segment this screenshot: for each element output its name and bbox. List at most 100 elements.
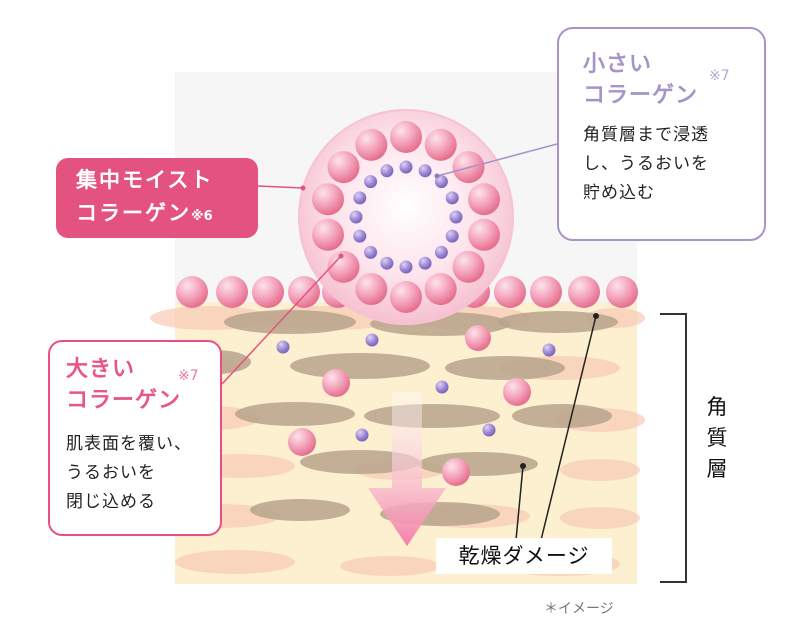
small-collagen-title-line1: 小さい — [583, 52, 653, 77]
layer-label-char2: 質 — [706, 426, 728, 450]
skin-band — [175, 550, 295, 574]
moist-collagen-purple-particle — [364, 245, 378, 259]
large-collagen-particle — [322, 369, 350, 397]
surface-collagen-sphere — [216, 276, 248, 308]
dryness-dot-1 — [520, 463, 526, 469]
small-collagen-callout: 小さい コラーゲン ※7 角質層まで浸透 し、うるおいを 貯め込む — [557, 27, 766, 241]
large-collagen-desc: 肌表面を覆い、 うるおいを 閉じ込める — [66, 430, 220, 517]
small-collagen-note: ※7 — [709, 68, 730, 84]
surface-collagen-sphere — [288, 276, 320, 308]
moist-collagen-pink-particle — [468, 183, 500, 216]
moist-collagen-pink-particle — [355, 128, 388, 161]
moist-collagen-purple-particle — [418, 256, 432, 270]
moist-connector-dot — [300, 185, 306, 191]
surface-collagen-sphere — [252, 276, 284, 308]
small-collagen-desc: 角質層まで浸透 し、うるおいを 貯め込む — [583, 121, 764, 208]
layer-label-char3: 層 — [706, 457, 728, 481]
small-collagen-particle — [355, 428, 369, 442]
moist-collagen-pink-particle — [327, 151, 360, 184]
layer-label-char1: 角 — [706, 395, 728, 419]
penetration-arrow — [368, 392, 446, 546]
surface-collagen-sphere — [530, 276, 562, 308]
large-collagen-title-line1: 大きい — [66, 357, 136, 382]
large-collagen-desc-line2: うるおいを — [66, 463, 156, 483]
dryness-pointer-2 — [540, 315, 597, 541]
layer-bracket — [660, 313, 687, 583]
skin-cell — [512, 404, 612, 428]
large-collagen-title-line2: コラーゲン — [66, 388, 182, 413]
surface-collagen-sphere — [494, 276, 526, 308]
moist-collagen-pink-particle — [312, 218, 344, 251]
large-connector-line — [221, 255, 342, 385]
large-connector-dot — [338, 253, 344, 259]
surface-collagen-sphere — [568, 276, 600, 308]
small-collagen-particle — [542, 343, 556, 357]
skin-cell — [290, 353, 430, 379]
small-collagen-particle — [276, 340, 290, 354]
small-connector-dot — [434, 173, 440, 179]
moist-collagen-pink-particle — [424, 273, 457, 306]
small-collagen-particle — [365, 333, 379, 347]
surface-collagen-sphere — [606, 276, 638, 308]
moist-connector-line — [257, 185, 304, 189]
moist-collagen-pink-particle — [327, 250, 360, 283]
moist-collagen-purple-particle — [434, 245, 448, 259]
small-connector-line — [436, 143, 558, 177]
small-collagen-particle — [482, 423, 496, 437]
moist-collagen-purple-particle — [449, 210, 463, 224]
moist-collagen-purple-particle — [445, 191, 459, 205]
moist-collagen-pink-particle — [355, 273, 388, 306]
skin-band — [560, 459, 640, 481]
moist-collagen-purple-particle — [353, 191, 367, 205]
surface-collagen-sphere — [176, 276, 208, 308]
penetrating-spheres — [276, 325, 556, 486]
moist-collagen-components — [312, 121, 500, 313]
skin-cell — [300, 450, 420, 474]
skin-cell — [250, 499, 350, 521]
small-collagen-desc-line2: し、うるおいを — [583, 154, 709, 174]
moist-collagen-purple-particle — [364, 175, 378, 189]
large-collagen-particle — [442, 458, 470, 486]
skin-band — [560, 507, 640, 529]
skin-cell — [418, 452, 538, 476]
dryness-dot-2 — [593, 313, 599, 319]
moist-collagen-line1: 集中モイスト — [76, 168, 214, 192]
stratum-corneum-label: 角 質 層 — [704, 392, 730, 485]
moist-collagen-pink-particle — [312, 183, 344, 216]
moist-collagen-pink-particle — [452, 250, 485, 283]
skin-cell — [235, 402, 355, 426]
moist-collagen-purple-particle — [445, 229, 459, 243]
moist-collagen-purple-particle — [349, 210, 363, 224]
moist-collagen-line2: コラーゲン — [76, 201, 191, 225]
large-collagen-particle — [465, 325, 491, 351]
moist-collagen-purple-particle — [353, 229, 367, 243]
moist-collagen-purple-particle — [399, 260, 413, 274]
moist-collagen-pink-particle — [468, 218, 500, 251]
moist-collagen-purple-particle — [380, 256, 394, 270]
skin-band — [340, 556, 440, 576]
moist-collagen-note: ※6 — [191, 209, 213, 224]
skin-cell — [364, 404, 500, 428]
small-collagen-title-line2: コラーゲン — [583, 83, 699, 108]
large-collagen-desc-line1: 肌表面を覆い、 — [66, 434, 192, 454]
small-collagen-desc-line3: 貯め込む — [583, 183, 655, 203]
large-collagen-desc-line3: 閉じ込める — [66, 492, 156, 512]
skin-cell — [224, 310, 356, 334]
large-collagen-callout: 大きい コラーゲン ※7 肌表面を覆い、 うるおいを 閉じ込める — [48, 340, 222, 536]
skin-cell — [445, 356, 565, 380]
moist-collagen-purple-particle — [380, 164, 394, 178]
moist-collagen-label: 集中モイスト コラーゲン※6 — [56, 158, 258, 238]
skin-cell — [498, 311, 618, 333]
moist-collagen-purple-particle — [399, 160, 413, 174]
large-collagen-note: ※7 — [178, 368, 199, 384]
dryness-pointer-1 — [515, 465, 524, 541]
moist-collagen-purple-particle — [434, 175, 448, 189]
moist-collagen-pink-particle — [424, 128, 457, 161]
moist-collagen-pink-particle — [390, 121, 422, 153]
small-collagen-desc-line1: 角質層まで浸透 — [583, 125, 709, 145]
large-collagen-particle — [288, 428, 316, 456]
moist-collagen-purple-particle — [418, 164, 432, 178]
moist-collagen-pink-particle — [390, 281, 422, 313]
small-collagen-particle — [435, 380, 449, 394]
large-collagen-particle — [503, 378, 531, 406]
